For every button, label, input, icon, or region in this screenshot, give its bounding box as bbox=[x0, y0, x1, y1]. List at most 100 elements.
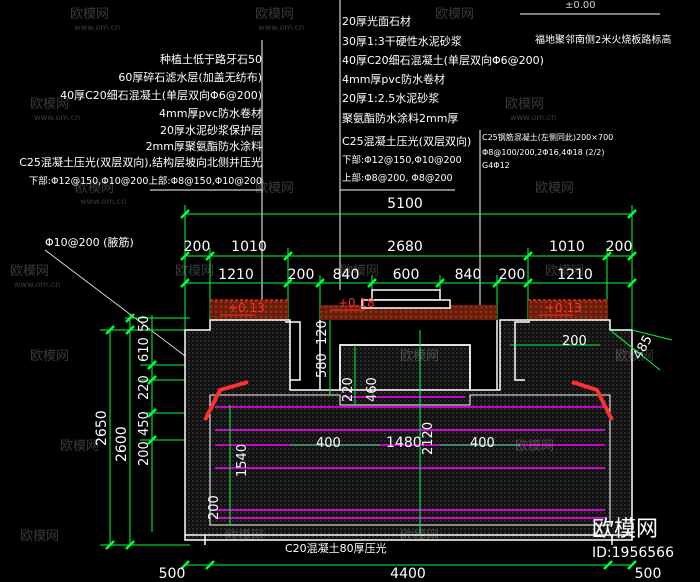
left-notes: 种植土低于路牙石50 60厚碎石滤水层(加盖无纺布) 40厚C20细石混凝土(单… bbox=[19, 52, 262, 187]
brand-badge: 欧模网 ID:1956566 bbox=[592, 517, 674, 561]
left-note: 20厚水泥砂浆保护层 bbox=[160, 123, 262, 137]
dim-text: 200 bbox=[288, 267, 315, 283]
dim-text: 120 bbox=[315, 320, 330, 345]
watermark-brand: 欧模网 bbox=[400, 349, 439, 364]
dimension-chains-left bbox=[100, 313, 190, 550]
dimension-texts-top: 5100 200 1010 2680 1010 200 1210 200 840… bbox=[184, 196, 633, 283]
inner-basin bbox=[209, 394, 611, 526]
left-note: 4mm厚pvc防水卷材 bbox=[159, 106, 262, 120]
watermark-brand: 欧模网 bbox=[60, 439, 99, 454]
dim-text: 200 bbox=[499, 267, 526, 283]
level-markers: +0.13 +0.18 +0.13 bbox=[220, 296, 582, 316]
center-note: 40厚C20细石混凝土(单层双向Φ6@200) bbox=[342, 53, 544, 67]
watermark-url: www.om.cn bbox=[80, 197, 126, 206]
left-note: 下部:Φ12@150,Φ10@200上部:Φ8@150,Φ10@200 bbox=[29, 175, 262, 187]
left-note: 种植土低于路牙石50 bbox=[160, 52, 262, 66]
left-note: 40厚C20细石混凝土(单层双向Φ6@200) bbox=[60, 88, 262, 102]
dim-text: 1010 bbox=[549, 239, 585, 255]
center-note: 上部:Φ8@200, Φ8@200 bbox=[342, 172, 453, 184]
dim-text: 1540 bbox=[235, 444, 250, 477]
watermark-brand: 欧模网 bbox=[515, 439, 554, 454]
dim-text: 1010 bbox=[231, 239, 267, 255]
watermark-url: www.om.cn bbox=[14, 280, 60, 289]
brand-logo-text: 欧模网 bbox=[592, 517, 658, 542]
dim-text: 500 bbox=[159, 566, 186, 582]
central-pedestal bbox=[319, 289, 498, 391]
dim-text: 200 bbox=[562, 334, 587, 349]
leader-lines bbox=[150, 0, 481, 330]
dim-text: 1210 bbox=[557, 267, 593, 283]
center-note: 聚氨酯防水涂料2mm厚 bbox=[342, 111, 458, 125]
dim-text: 450 bbox=[137, 411, 152, 436]
dimension-texts-left: 50 610 220 450 2600 2650 200 bbox=[94, 315, 152, 466]
dim-text: 610 bbox=[137, 337, 152, 362]
dim-text: 2680 bbox=[387, 239, 423, 255]
center-note: C25混凝土压光(双层双向) bbox=[342, 134, 471, 148]
watermark-brand: 欧模网 bbox=[20, 529, 59, 544]
dim-text: 4400 bbox=[390, 566, 426, 582]
beam-note: C25钢筋混凝土(左侧同此)200×700 bbox=[482, 132, 613, 142]
watermark-brand: 欧模网 bbox=[10, 264, 49, 279]
center-note: 4mm厚pvc防水卷材 bbox=[342, 72, 445, 86]
watermark-brand: 欧模网 bbox=[255, 7, 294, 22]
dimension-chains-top bbox=[180, 205, 637, 330]
dim-text: 200 bbox=[137, 441, 152, 466]
watermark-url: www.om.cn bbox=[510, 113, 556, 122]
dim-text: 220 bbox=[137, 375, 152, 400]
dim-text: 1210 bbox=[218, 267, 254, 283]
watermark-brand: 欧模网 bbox=[545, 264, 584, 279]
dim-text: 200 bbox=[606, 239, 633, 255]
rebar-lines bbox=[215, 396, 605, 519]
dim-text: 400 bbox=[470, 436, 495, 451]
watermark-brand: 欧模网 bbox=[255, 181, 294, 196]
watermark-url: www.om.cn bbox=[34, 113, 80, 122]
dim-text: 2120 bbox=[421, 422, 436, 455]
watermark-brand: 欧模网 bbox=[505, 97, 544, 112]
center-note: 下部:Φ12@150,Φ10@200 bbox=[342, 154, 462, 166]
haunch-rebar bbox=[203, 380, 614, 421]
beam-note: Φ8@100/200,2Φ16,4Φ18 (2/2) bbox=[482, 148, 605, 157]
bottom-label: C20混凝土80厚压光 bbox=[285, 541, 387, 555]
dim-text: 2600 bbox=[114, 426, 130, 462]
cross-section: 580 120 220 460 2120 400 1480 400 1540 2… bbox=[184, 289, 673, 545]
center-note: 20厚1:2.5水泥砂浆 bbox=[342, 91, 439, 105]
level-label: ±0.00 bbox=[565, 0, 596, 11]
dim-text: 580 bbox=[315, 353, 330, 378]
left-note: 2mm厚聚氨酯防水涂料 bbox=[146, 139, 262, 153]
watermark-brand: 欧模网 bbox=[225, 529, 264, 544]
right-note: 福地聚邻南侧2米火烧板路标高 bbox=[535, 33, 671, 46]
dim-text: 200 bbox=[207, 495, 222, 520]
watermark-brand: 欧模网 bbox=[70, 7, 109, 22]
watermark-brand: 欧模网 bbox=[400, 529, 439, 544]
left-note: C25混凝土压光(双层双向),结构层坡向北侧并压光 bbox=[19, 155, 262, 169]
watermark-url: www.om.cn bbox=[258, 23, 304, 32]
dim-text: 1480 bbox=[386, 435, 422, 451]
watermark-brand: 欧模网 bbox=[435, 7, 474, 22]
watermark-url: www.om.cn bbox=[74, 23, 120, 32]
callout-text: Φ10@200 (腋筋) bbox=[45, 235, 134, 249]
center-note: 30厚1:3干硬性水泥砂浆 bbox=[342, 34, 462, 48]
level: +0.13 bbox=[228, 301, 265, 315]
beam-note: G4Φ12 bbox=[482, 161, 510, 170]
dim-total: 5100 bbox=[387, 196, 423, 212]
center-notes: 20厚光面石材 30厚1:3干硬性水泥砂浆 40厚C20细石混凝土(单层双向Φ6… bbox=[342, 14, 544, 184]
watermarks: 欧模网 www.om.cn 欧模网 www.om.cn 欧模网 欧模网 www.… bbox=[10, 7, 654, 544]
right-notes: ±0.00 福地聚邻南侧2米火烧板路标高 C25钢筋混凝土(左侧同此)200×7… bbox=[482, 0, 671, 170]
dim-text: 2650 bbox=[94, 410, 110, 446]
dim-text: 840 bbox=[333, 267, 360, 283]
watermark-brand: 欧模网 bbox=[30, 349, 69, 364]
watermark-brand: 欧模网 bbox=[340, 264, 379, 279]
dim-text: 840 bbox=[455, 267, 482, 283]
brand-id: ID:1956566 bbox=[592, 545, 674, 561]
watermark-brand: 欧模网 bbox=[615, 349, 654, 364]
watermark-brand: 欧模网 bbox=[75, 181, 114, 196]
dim-text: 50 bbox=[137, 315, 152, 332]
level: +0.18 bbox=[338, 296, 375, 310]
dim-text: 200 bbox=[184, 239, 211, 255]
center-note: 20厚光面石材 bbox=[342, 14, 411, 28]
dim-text: 220 bbox=[341, 377, 356, 402]
dim-text: 460 bbox=[365, 377, 380, 402]
right-leaders bbox=[609, 329, 673, 371]
